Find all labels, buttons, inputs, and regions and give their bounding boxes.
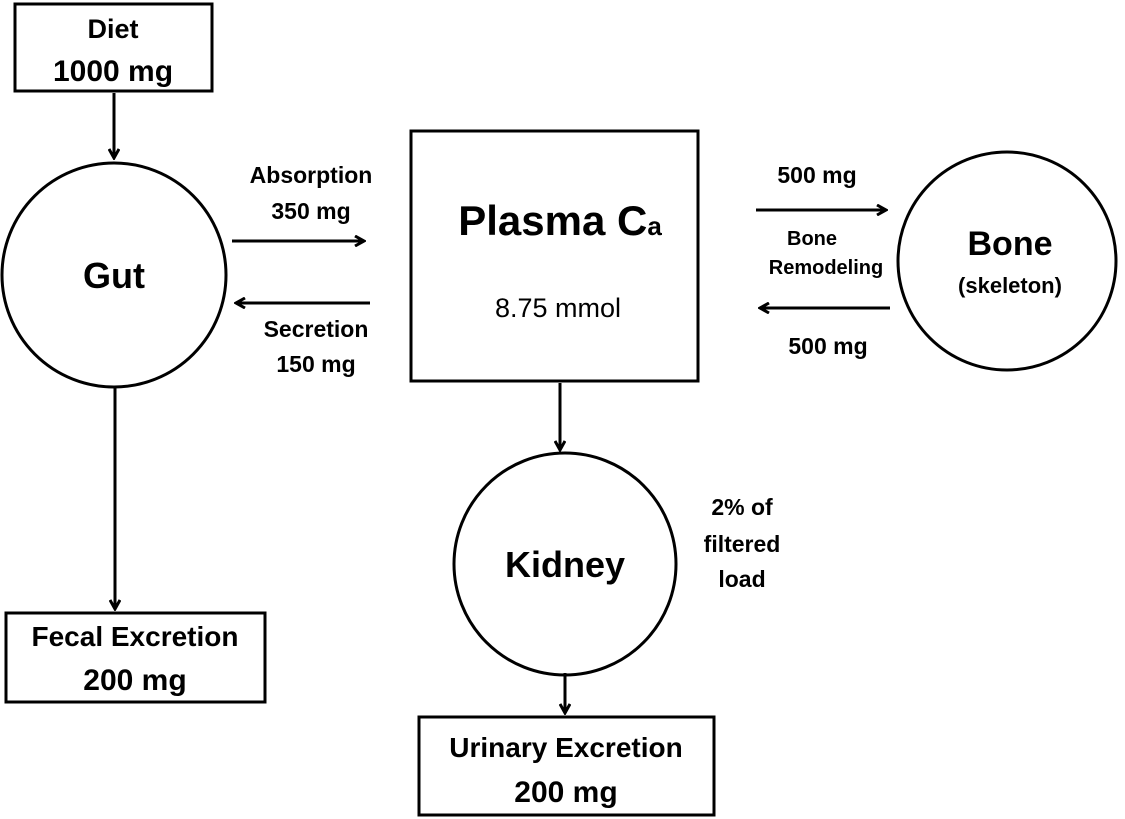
diet-label: Diet (87, 14, 138, 44)
plasma-calcium-label: Plasma Ca (458, 197, 662, 244)
secretion-label: Secretion (264, 316, 369, 342)
absorption-amount: 350 mg (271, 198, 350, 224)
kidney-note-line1: 2% of (711, 494, 773, 520)
plasma-calcium-amount: 8.75 mmol (495, 293, 621, 323)
urinary-excretion-label: Urinary Excretion (449, 732, 682, 763)
kidney-node: Kidney (452, 451, 678, 677)
kidney-note-line3: load (718, 566, 765, 592)
diet-node: Diet 1000 mg (13, 2, 214, 93)
absorption-label: Absorption (250, 162, 373, 188)
bone-resorption-amount: 500 mg (788, 333, 867, 359)
diet-amount: 1000 mg (53, 55, 173, 88)
fecal-excretion-amount: 200 mg (83, 664, 186, 697)
bone-sublabel: (skeleton) (958, 273, 1062, 298)
secretion-amount: 150 mg (276, 351, 355, 377)
bone-deposition-amount: 500 mg (777, 162, 856, 188)
kidney-note-line2: filtered (704, 531, 781, 557)
urinary-excretion-amount: 200 mg (514, 776, 617, 809)
gut-label: Gut (83, 255, 145, 296)
bone-node: Bone (skeleton) (896, 150, 1118, 372)
fecal-excretion-node: Fecal Excretion 200 mg (4, 611, 267, 704)
fecal-excretion-label: Fecal Excretion (32, 621, 239, 652)
kidney-label: Kidney (505, 544, 625, 585)
plasma-calcium-node: Plasma Ca 8.75 mmol (409, 129, 700, 383)
bone-remodeling-label-line2: Remodeling (769, 257, 883, 279)
bone-label: Bone (968, 225, 1053, 263)
bone-remodeling-label-line1: Bone (787, 228, 837, 250)
urinary-excretion-node: Urinary Excretion 200 mg (417, 715, 716, 817)
gut-node: Gut (0, 161, 228, 389)
